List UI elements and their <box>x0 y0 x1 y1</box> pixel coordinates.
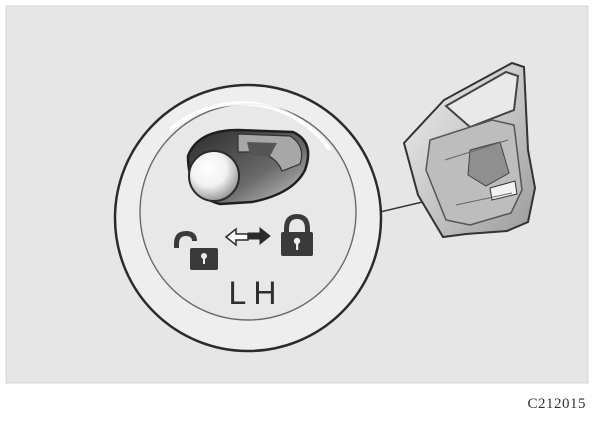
child-lock-disc <box>115 85 381 351</box>
lock-knob <box>189 151 239 201</box>
door-lock-label: LH <box>229 275 284 311</box>
figure-code: C212015 <box>527 396 586 413</box>
